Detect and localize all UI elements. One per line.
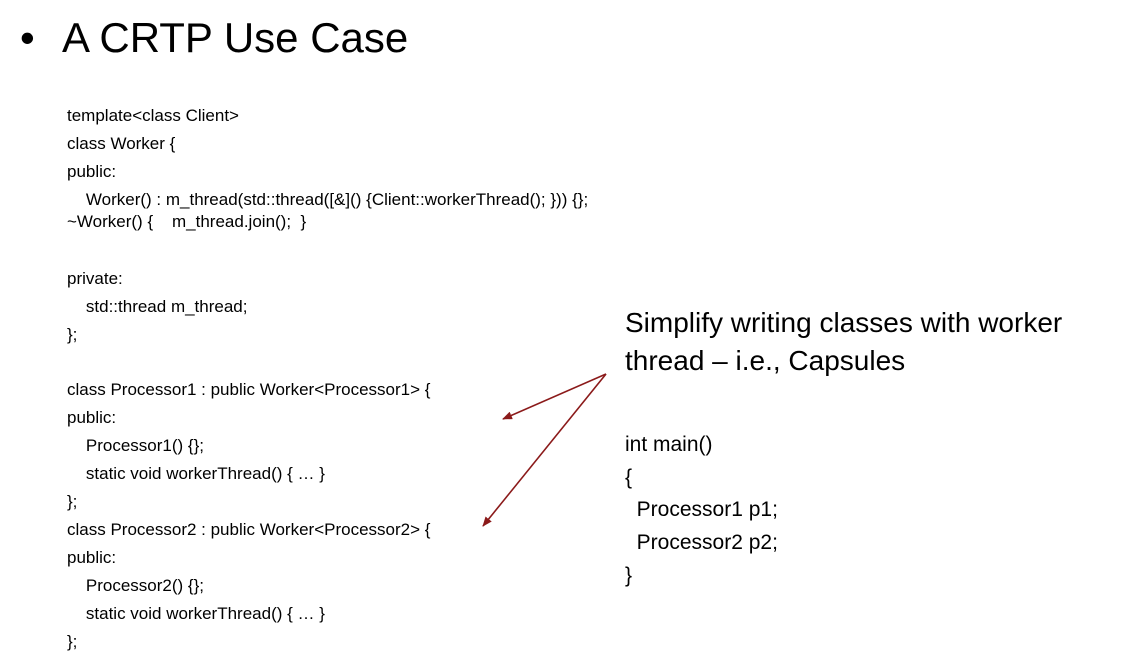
title-bullet: • bbox=[20, 14, 35, 61]
main-code-line: } bbox=[625, 564, 633, 587]
annotation-line: Simplify writing classes with worker bbox=[625, 307, 1063, 338]
code-line: static void workerThread() { … } bbox=[67, 464, 325, 483]
slide-title: A CRTP Use Case bbox=[62, 14, 409, 61]
arrow-to-processor2 bbox=[482, 373, 607, 527]
code-line: private: bbox=[67, 269, 123, 288]
main-code-line: Processor2 p2; bbox=[625, 531, 778, 554]
code-line: public: bbox=[67, 408, 117, 427]
arrow-to-processor1 bbox=[502, 373, 607, 420]
main-code-line: int main() bbox=[625, 433, 713, 456]
code-line: }; bbox=[67, 492, 78, 511]
annotation-line: thread – i.e., Capsules bbox=[625, 345, 906, 376]
code-line: public: bbox=[67, 162, 117, 181]
code-line: Processor1() {}; bbox=[67, 436, 204, 455]
code-line: class Processor1 : public Worker<Process… bbox=[67, 380, 431, 399]
code-line: }; bbox=[67, 632, 78, 651]
code-line: std::thread m_thread; bbox=[67, 297, 248, 316]
code-line: }; bbox=[67, 325, 78, 344]
code-line: Worker() : m_thread(std::thread([&]() {C… bbox=[67, 190, 589, 209]
code-line: static void workerThread() { … } bbox=[67, 604, 325, 623]
annotation-note: Simplify writing classes with worker thr… bbox=[625, 304, 1062, 380]
main-code-line: Processor1 p1; bbox=[625, 498, 778, 521]
code-line: public: bbox=[67, 548, 117, 567]
main-code-line: { bbox=[625, 466, 633, 489]
code-line: class Worker { bbox=[67, 134, 176, 153]
code-line: template<class Client> bbox=[67, 106, 239, 125]
code-line: ~Worker() { m_thread.join(); } bbox=[67, 212, 307, 231]
code-line: Processor2() {}; bbox=[67, 576, 204, 595]
code-line: class Processor2 : public Worker<Process… bbox=[67, 520, 431, 539]
